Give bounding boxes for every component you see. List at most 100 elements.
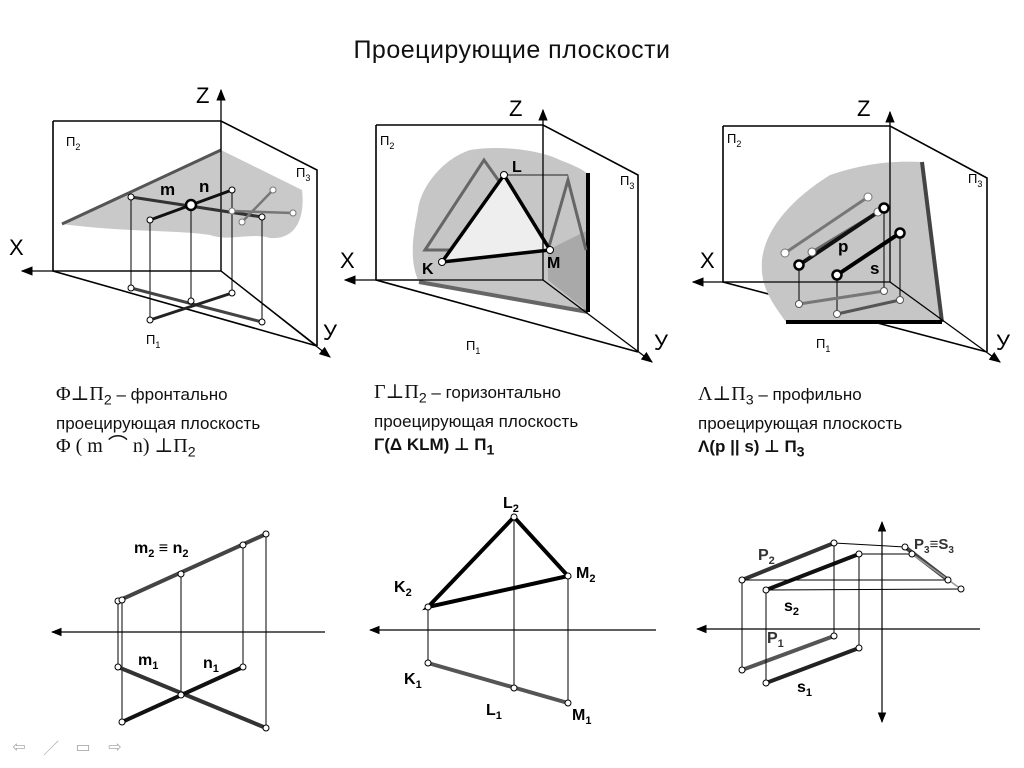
axis-y-label: У (654, 330, 669, 355)
panel-horizontal-3d: Z X У П2 П3 П1 K L M (340, 96, 669, 363)
axis-z-label: Z (857, 96, 870, 121)
label-l2: L (503, 495, 513, 512)
caption-horizontal: Γ⊥П2 – горизонтально проецирующая плоско… (374, 381, 664, 463)
label-p1-sub: 1 (778, 638, 784, 650)
caption-line3: Λ(p || s) ⊥ П (698, 437, 797, 457)
caption-text: – горизонтально (426, 383, 561, 402)
plane-p3-sub: 3 (629, 181, 634, 191)
forward-arrow-icon[interactable]: ⇨ (108, 739, 122, 756)
label-m1: m (138, 652, 152, 669)
plane-p2-label: П (66, 134, 75, 149)
plane-p1-sub: 1 (825, 344, 830, 354)
caption-line3-sub: 1 (486, 442, 495, 459)
point-p-label: p (838, 237, 848, 256)
caption-frontal: Φ⊥П2 – фронтально проецирующая плоскость… (56, 383, 346, 465)
label-s3-sub: 3 (948, 545, 954, 556)
label-n2: n (173, 540, 183, 557)
label-s1-sub: 1 (806, 687, 812, 699)
label-s2-sub: 2 (793, 606, 799, 618)
svg-text:П1: П1 (466, 338, 480, 356)
epure-profile: P2 s2 P1 s1 P3≡S3 (695, 520, 980, 724)
svg-text:P3≡S3: P3≡S3 (914, 536, 954, 556)
plane-p1-label: П (146, 332, 155, 347)
svg-text:M2: M2 (576, 565, 595, 585)
label-p3-sub: 3 (924, 545, 930, 556)
svg-text:s2: s2 (784, 598, 799, 618)
epure-horizontal: L2 K2 M2 K1 L1 M1 (368, 495, 656, 727)
axis-x-label: X (700, 248, 715, 273)
svg-text:P2: P2 (758, 547, 775, 567)
epure-frontal: m2 ≡ n2 m1 n 1 (50, 530, 325, 732)
caption-math: Γ⊥П (374, 381, 419, 403)
label-m2: m (134, 540, 148, 557)
label-m1: M (572, 707, 585, 724)
svg-text:K2: K2 (394, 579, 412, 599)
caption-line3: Γ(Δ KLM) ⊥ П (374, 435, 487, 455)
plane-p2-sub: 2 (75, 142, 80, 152)
plane-p2-sub: 2 (736, 139, 741, 149)
label-l2-sub: 2 (513, 503, 519, 515)
axis-x-label: X (340, 248, 355, 273)
label-n1: n (203, 655, 213, 672)
plane-p1-sub: 1 (475, 346, 480, 356)
label-n2-sub: 2 (182, 548, 188, 560)
label-s1: s (797, 679, 806, 696)
svg-text:M1: M1 (572, 707, 591, 727)
plane-p3-label: П (968, 171, 977, 186)
label-l1-sub: 1 (496, 710, 502, 722)
point-n-label: n (199, 177, 209, 196)
panel-profile-3d: Z X У П2 П3 П1 p s (691, 96, 1011, 363)
plane-p1-sub: 1 (155, 340, 160, 350)
caption-line3-sub: 2 (187, 444, 196, 461)
svg-text:П3: П3 (620, 173, 634, 191)
plane-p3-sub: 3 (305, 173, 310, 183)
label-m1-sub: 1 (152, 660, 158, 672)
svg-text:П3: П3 (968, 171, 982, 189)
svg-text:m2 ≡ n2: m2 ≡ n2 (134, 540, 189, 560)
caption-line3-sub: 3 (796, 444, 805, 461)
label-m1-sub: 1 (585, 715, 591, 727)
svg-text:m1: m1 (138, 652, 158, 672)
plane-p2-label: П (380, 133, 389, 148)
axis-y-label: У (323, 320, 338, 345)
label-equiv: ≡ (930, 536, 939, 553)
plane-p3-sub: 3 (977, 179, 982, 189)
svg-text:P1: P1 (767, 630, 784, 650)
svg-text:П2: П2 (380, 133, 394, 151)
plane-p1-label: П (466, 338, 475, 353)
pen-icon[interactable]: ／ (42, 741, 59, 758)
plane-p1-label: П (816, 336, 825, 351)
label-k1-sub: 1 (416, 679, 422, 691)
caption-math: Φ⊥П (56, 383, 104, 405)
plane-p3-label: П (296, 165, 305, 180)
label-s2: s (784, 598, 793, 615)
point-l-label: L (512, 159, 522, 176)
back-arrow-icon[interactable]: ⇦ (12, 739, 26, 756)
label-m2-sub: 2 (148, 548, 154, 560)
plane-p3-label: П (620, 173, 629, 188)
svg-text:П2: П2 (66, 134, 80, 152)
axis-z-label: Z (509, 96, 522, 121)
caption-line2: проецирующая плоскость (56, 414, 261, 434)
label-p1: P (767, 630, 778, 647)
svg-text:П1: П1 (146, 332, 160, 350)
caption-math: Λ⊥П (698, 383, 746, 405)
axis-z-label: Z (196, 83, 209, 108)
point-m-label: M (547, 255, 560, 272)
label-m2: M (576, 565, 589, 582)
svg-text:L2: L2 (503, 495, 519, 515)
svg-text:П3: П3 (296, 165, 310, 183)
caption-text: – профильно (753, 385, 862, 404)
svg-text:П1: П1 (816, 336, 830, 354)
menu-icon[interactable]: ▭ (75, 739, 91, 756)
caption-profile: Λ⊥П3 – профильно проецирующая плоскость … (698, 383, 998, 465)
point-s-label: s (870, 259, 879, 278)
svg-text:s1: s1 (797, 679, 812, 699)
caption-text: – фронтально (111, 385, 228, 404)
label-p2-sub: 2 (769, 555, 775, 567)
svg-text:K1: K1 (404, 671, 422, 691)
caption-sub: 2 (418, 390, 427, 407)
svg-text:П2: П2 (727, 131, 741, 149)
caption-sub: 2 (103, 392, 112, 409)
